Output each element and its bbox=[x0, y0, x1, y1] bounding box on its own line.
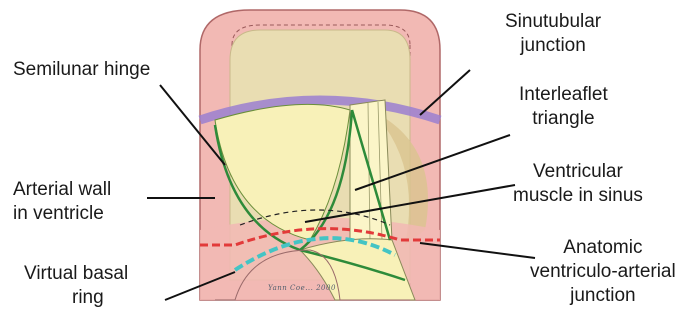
label-arterial-wall: Arterial wall in ventricle bbox=[13, 178, 111, 226]
label-arterial-wall-line2: in ventricle bbox=[13, 202, 111, 226]
label-anatomic-line3: junction bbox=[530, 284, 676, 308]
label-anatomic-junction: Anatomic ventriculo-arterial junction bbox=[530, 236, 676, 308]
label-interleaflet-line1: Interleaflet bbox=[519, 83, 608, 107]
label-sinutubular-junction: Sinutubular junction bbox=[505, 10, 601, 58]
label-anatomic-line1: Anatomic bbox=[530, 236, 676, 260]
label-virtual-basal-line1: Virtual basal bbox=[24, 262, 128, 286]
label-interleaflet-triangle: Interleaflet triangle bbox=[519, 83, 608, 131]
label-virtual-basal-line2: ring bbox=[24, 286, 128, 310]
label-virtual-basal-ring: Virtual basal ring bbox=[24, 262, 128, 310]
artist-signature: Yann Coe... 2000 bbox=[268, 284, 336, 292]
label-ventricular-muscle: Ventricular muscle in sinus bbox=[513, 160, 643, 208]
label-sinutubular-line2: junction bbox=[505, 34, 601, 58]
label-interleaflet-line2: triangle bbox=[519, 107, 608, 131]
label-semilunar-hinge-text: Semilunar hinge bbox=[13, 58, 150, 82]
label-arterial-wall-line1: Arterial wall bbox=[13, 178, 111, 202]
label-anatomic-line2: ventriculo-arterial bbox=[530, 260, 676, 284]
label-sinutubular-line1: Sinutubular bbox=[505, 10, 601, 34]
label-ventricular-muscle-line2: muscle in sinus bbox=[513, 184, 643, 208]
label-ventricular-muscle-line1: Ventricular bbox=[513, 160, 643, 184]
label-semilunar-hinge: Semilunar hinge bbox=[13, 58, 150, 82]
